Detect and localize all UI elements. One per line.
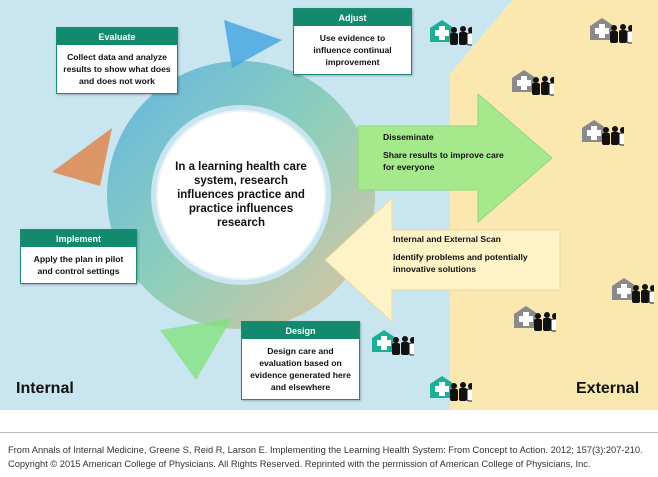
clinic-with-care-team-icon <box>512 70 554 96</box>
disseminate-text: Share results to improve care for everyo… <box>383 150 504 172</box>
center-statement: In a learning health care system, resear… <box>158 112 324 278</box>
scan-arrow <box>324 196 561 324</box>
implement-title: Implement <box>21 230 136 247</box>
external-label: External <box>576 380 640 397</box>
scan-label: Internal and External Scan Identify prob… <box>393 233 553 275</box>
disseminate-arrow <box>357 92 553 224</box>
internal-label: Internal <box>16 380 74 397</box>
evaluate-text: Collect data and analyze results to show… <box>63 52 171 86</box>
evaluate-box: Evaluate Collect data and analyze result… <box>56 27 178 94</box>
disseminate-label: Disseminate Share results to improve car… <box>383 131 511 173</box>
design-title: Design <box>242 322 359 339</box>
adjust-title: Adjust <box>294 9 411 26</box>
design-box: Design Design care and evaluation based … <box>241 321 360 400</box>
clinic-with-care-team-icon <box>372 330 414 356</box>
citation: From Annals of Internal Medicine, Greene… <box>8 443 643 471</box>
clinic-with-care-team-icon <box>430 376 472 402</box>
cycle-graphic <box>52 20 561 380</box>
adjust-box: Adjust Use evidence to influence continu… <box>293 8 412 75</box>
clinic-with-care-team-icon <box>612 278 654 304</box>
cycle-ring <box>107 61 375 329</box>
scan-text: Identify problems and potentially innova… <box>393 252 528 274</box>
center-text: In a learning health care system, resear… <box>175 161 307 229</box>
adjust-text: Use evidence to influence continual impr… <box>313 33 392 67</box>
clinic-with-care-team-icon <box>582 120 624 146</box>
implement-box: Implement Apply the plan in pilot and co… <box>20 229 137 284</box>
scan-title: Internal and External Scan <box>393 234 501 244</box>
footer-divider <box>0 432 658 433</box>
design-text: Design care and evaluation based on evid… <box>250 346 351 392</box>
disseminate-title: Disseminate <box>383 132 434 142</box>
citation-line-2: Copyright © 2015 American College of Phy… <box>8 459 591 469</box>
cycle-arrowhead-bottom <box>160 318 232 380</box>
implement-text: Apply the plan in pilot and control sett… <box>33 254 124 276</box>
citation-line-1: From Annals of Internal Medicine, Greene… <box>8 445 643 455</box>
clinic-with-care-team-icon <box>590 18 632 44</box>
clinic-with-care-team-icon <box>430 20 472 46</box>
cycle-arrowhead-top <box>224 20 282 68</box>
evaluate-title: Evaluate <box>57 28 177 45</box>
cycle-arrowhead-left <box>52 128 112 186</box>
clinic-with-care-team-icon <box>514 306 556 332</box>
